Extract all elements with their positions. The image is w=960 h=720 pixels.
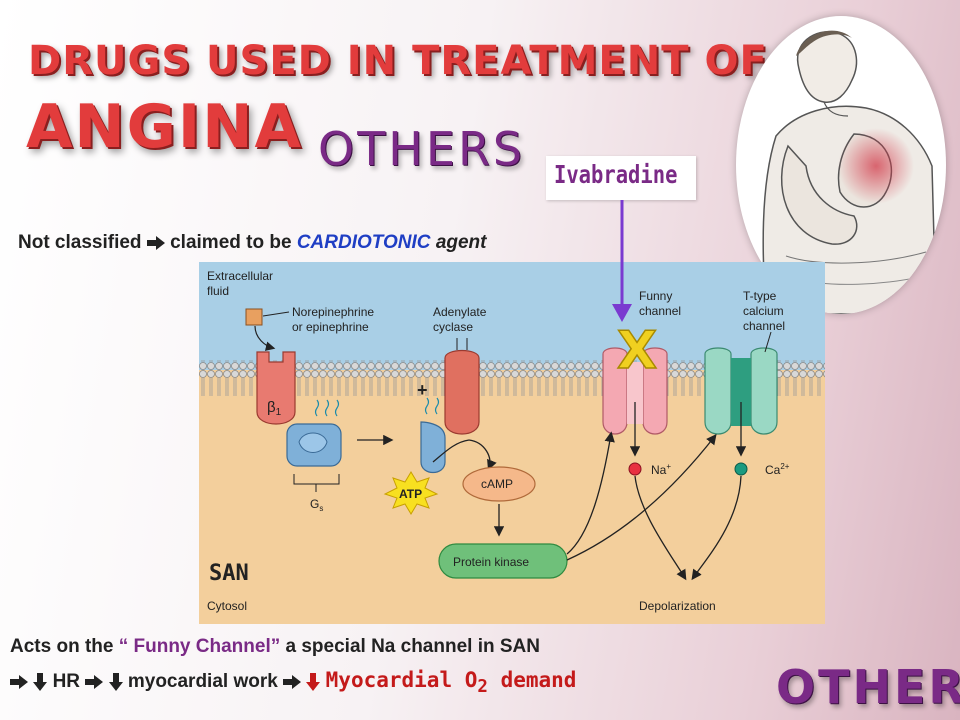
right-arrow-icon [146,235,165,250]
funny-label: Funny [639,289,672,303]
calcium-ion-label: Ca2+ [765,462,790,477]
myocardial-work-text: myocardial work [127,671,278,692]
right-arrow-icon [283,674,302,689]
calcium-channel-right-icon [750,347,778,435]
calcium-channel-label: channel [743,319,785,333]
mechanism-text: Acts on the “ Funny Channel” a special N… [10,636,540,658]
title-line-2: ANGINA [26,92,303,162]
calcium-label: calcium [743,304,784,318]
down-arrow-icon [33,672,48,691]
block-x-icon: X [617,321,657,381]
acts-on-text: Acts on the [10,636,114,657]
ivabradine-label: Ivabradine [554,160,678,189]
beta-label: β1 [267,399,282,418]
calcium-channel-left-icon [704,347,732,435]
patient-sketch-icon [762,30,937,314]
cytosol-label: Cytosol [207,599,247,613]
ivabradine-arrow-icon [612,200,632,322]
plus-sign: + [417,380,428,400]
right-arrow-icon [10,674,28,689]
right-arrow-icon [85,674,104,689]
not-classified-text: Not classified [18,232,142,253]
channel-label: channel [639,304,681,318]
calcium-ion-icon [734,462,748,476]
san-label: SAN [209,561,249,586]
atp-label: ATP [399,487,422,501]
angina-patient-illustration [736,16,946,314]
funny-channel-text: “ Funny Channel” [118,636,281,657]
cardiotonic-text: CARDIOTONIC [296,232,431,253]
adenylate-label: Adenylate [433,305,487,319]
protein-kinase-capsule-icon [438,543,568,579]
funny-channel-right-icon [642,347,668,435]
beta1-receptor-icon [256,351,296,425]
sodium-ion-icon [628,462,642,476]
others-heading-top: OTHERS [318,122,526,176]
special-channel-text: a special Na channel in SAN [285,636,540,657]
camp-label: cAMP [481,477,513,491]
classification-text: Not classified claimed to be CARDIOTONIC… [18,232,487,254]
protein-kinase-label: Protein kinase [453,555,529,569]
ivabradine-label-box [546,156,696,200]
claimed-text: claimed to be [170,232,292,253]
gs-label: Gs [310,497,323,513]
camp-ellipse-icon [462,466,536,502]
hr-text: HR [52,671,81,692]
sodium-label: Na+ [651,462,671,477]
oxygen-demand-text: Myocardial O2 demand [325,668,577,698]
down-arrow-icon [108,672,123,691]
ligand-square-icon [245,308,263,326]
atp-starburst-icon [383,471,439,515]
extracellular-label: Extracellular [207,269,273,283]
effects-text: HR myocardial work Myocardial O2 demand [10,668,576,697]
others-heading-bottom: OTHERS [776,660,960,714]
depolarization-label: Depolarization [639,599,716,613]
adenylate-cyclase-icon [444,349,480,435]
norepinephrine-label: Norepinephrine [292,305,374,319]
epinephrine-label: or epinephrine [292,320,369,334]
ttype-label: T-type [743,289,777,303]
agent-text: agent [435,232,487,253]
fluid-label: fluid [207,284,229,298]
cyclase-label: cyclase [433,320,473,334]
funny-channel-diagram: Extracellular fluid Norepinephrine or ep… [199,262,825,624]
down-arrow-red-icon [306,672,321,691]
title-line-1: DRUGS USED IN TREATMENT OF [28,38,768,84]
